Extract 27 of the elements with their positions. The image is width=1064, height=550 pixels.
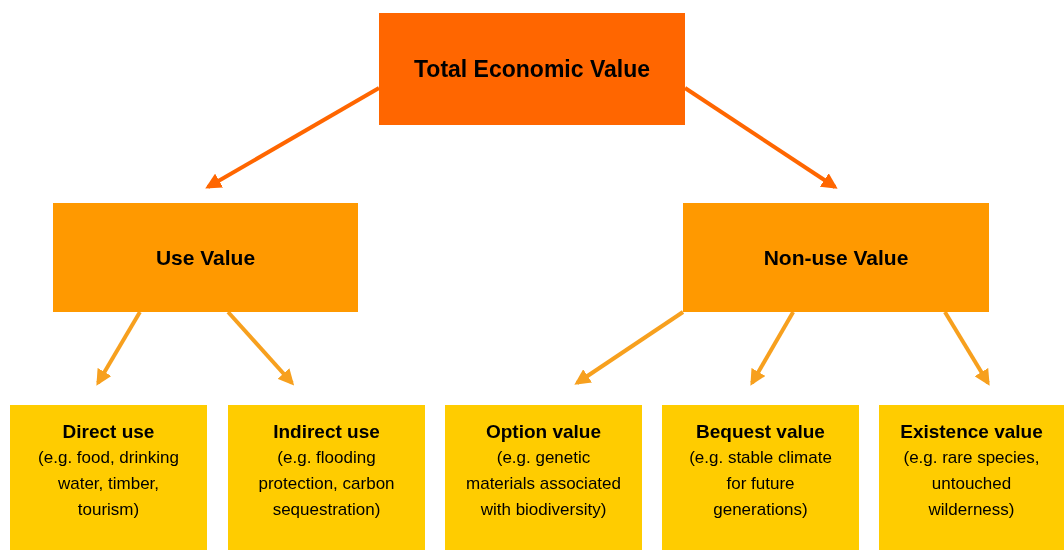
box-description: (e.g. genetic materials associated with biodiversity) <box>465 447 622 521</box>
box-title: Use Value <box>155 244 256 271</box>
arrow <box>205 86 380 189</box>
arrow <box>226 310 295 386</box>
box-title: Direct use <box>62 420 155 444</box>
value-box <box>879 405 1064 550</box>
box-title: Existence value <box>900 420 1043 444</box>
value-box <box>228 405 425 550</box>
box-title: Option value <box>485 420 602 444</box>
arrow <box>943 310 990 386</box>
value-box <box>53 203 358 312</box>
arrow <box>574 310 685 385</box>
value-box <box>683 203 989 312</box>
arrow <box>96 311 142 386</box>
box-title: Non-use Value <box>763 244 909 271</box>
box-description: (e.g. stable climate for future generations) <box>688 447 833 521</box>
value-box <box>379 13 685 125</box>
box-description: (e.g. flooding protection, carbon sequestration) <box>257 447 396 521</box>
value-box <box>10 405 207 550</box>
value-box <box>662 405 859 550</box>
box-title: Bequest value <box>696 420 825 444</box>
box-description: (e.g. rare species, untouched wilderness) <box>902 447 1041 521</box>
arrow <box>750 311 795 386</box>
box-description: (e.g. food, drinking water, timber, tourism) <box>37 447 180 521</box>
box-title: Total Economic Value <box>414 56 650 82</box>
value-box <box>445 405 642 550</box>
box-title: Indirect use <box>273 420 380 444</box>
